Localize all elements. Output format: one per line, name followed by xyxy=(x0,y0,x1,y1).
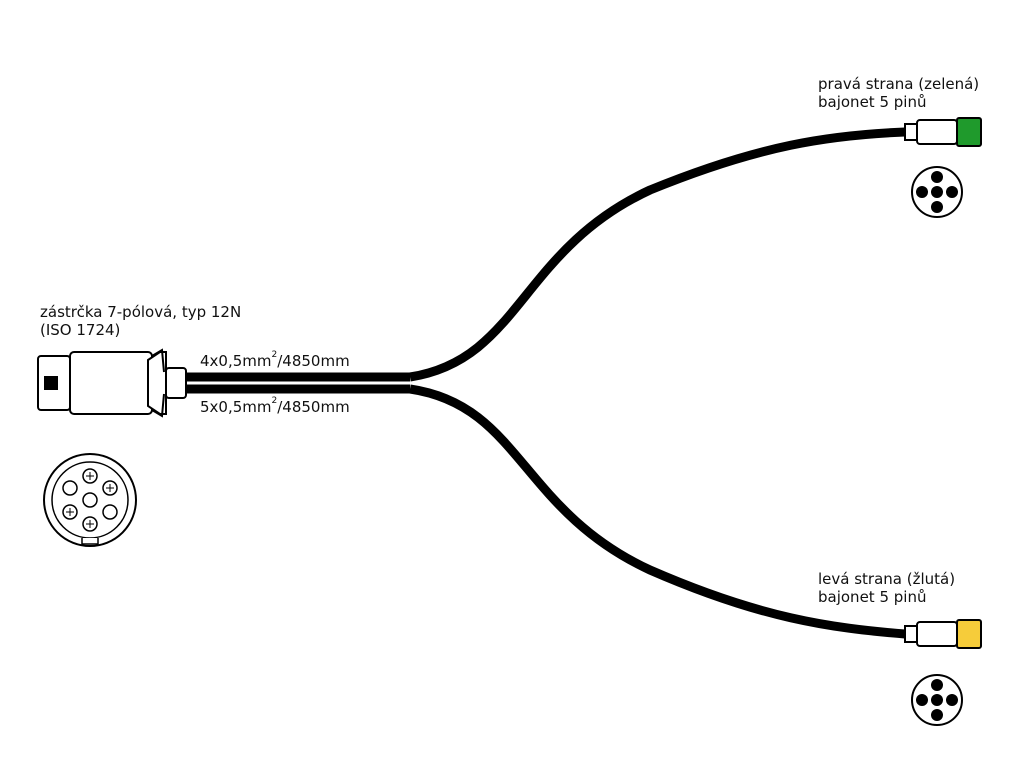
plug-body xyxy=(69,351,153,415)
plug-face-key xyxy=(81,538,99,545)
right-connector-label-line1: pravá strana (zelená) xyxy=(818,75,980,93)
plug-side-view xyxy=(37,348,187,418)
right-connector-front-view xyxy=(911,166,963,218)
right-connector xyxy=(904,117,982,147)
plug-boot-flare-top xyxy=(151,348,165,373)
left-connector-label: levá strana (žlutá) bajonet 5 pinů xyxy=(818,570,955,606)
cable-branch-right xyxy=(409,127,906,382)
right-connector-label-line2: bajonet 5 pinů xyxy=(818,93,927,111)
cable-top-length: /4850mm xyxy=(277,352,350,370)
left-connector-body xyxy=(916,621,958,647)
left-connector-label-line2: bajonet 5 pinů xyxy=(818,588,927,606)
plug-pin-center xyxy=(82,492,98,508)
plug-label: zástrčka 7-pólová, typ 12N (ISO 1724) xyxy=(40,303,241,339)
plug-front-view xyxy=(43,453,137,547)
cable-bottom-sup: 2 xyxy=(271,396,278,406)
cable-bottom-label: 5x0,5mm2/4850mm xyxy=(200,396,350,416)
plug-pin-crosses xyxy=(66,472,114,528)
cable-top-sup: 2 xyxy=(271,350,278,360)
plug-boot-flare-bottom xyxy=(151,393,165,418)
cable-top-label: 4x0,5mm2/4850mm xyxy=(200,350,350,370)
plug-label-line1: zástrčka 7-pólová, typ 12N xyxy=(40,303,242,321)
cable-bottom-spec: 5x0,5mm xyxy=(200,398,272,416)
cables xyxy=(185,127,906,639)
plug-latch-slot xyxy=(44,376,58,390)
cable-branch-left xyxy=(409,384,906,639)
left-connector-front-view xyxy=(911,674,963,726)
plug-label-line2: (ISO 1724) xyxy=(40,321,121,339)
plug-sleeve xyxy=(165,367,187,399)
left-connector-cap xyxy=(956,619,982,649)
left-connector-label-line1: levá strana (žlutá) xyxy=(818,570,956,588)
left-connector xyxy=(904,619,982,649)
right-connector-label: pravá strana (zelená) bajonet 5 pinů xyxy=(818,75,979,111)
right-connector-body xyxy=(916,119,958,145)
left-connector-neck xyxy=(904,625,918,643)
right-connector-neck xyxy=(904,123,918,141)
right-connector-cap xyxy=(956,117,982,147)
cable-top-spec: 4x0,5mm xyxy=(200,352,272,370)
cable-bottom-length: /4850mm xyxy=(277,398,350,416)
